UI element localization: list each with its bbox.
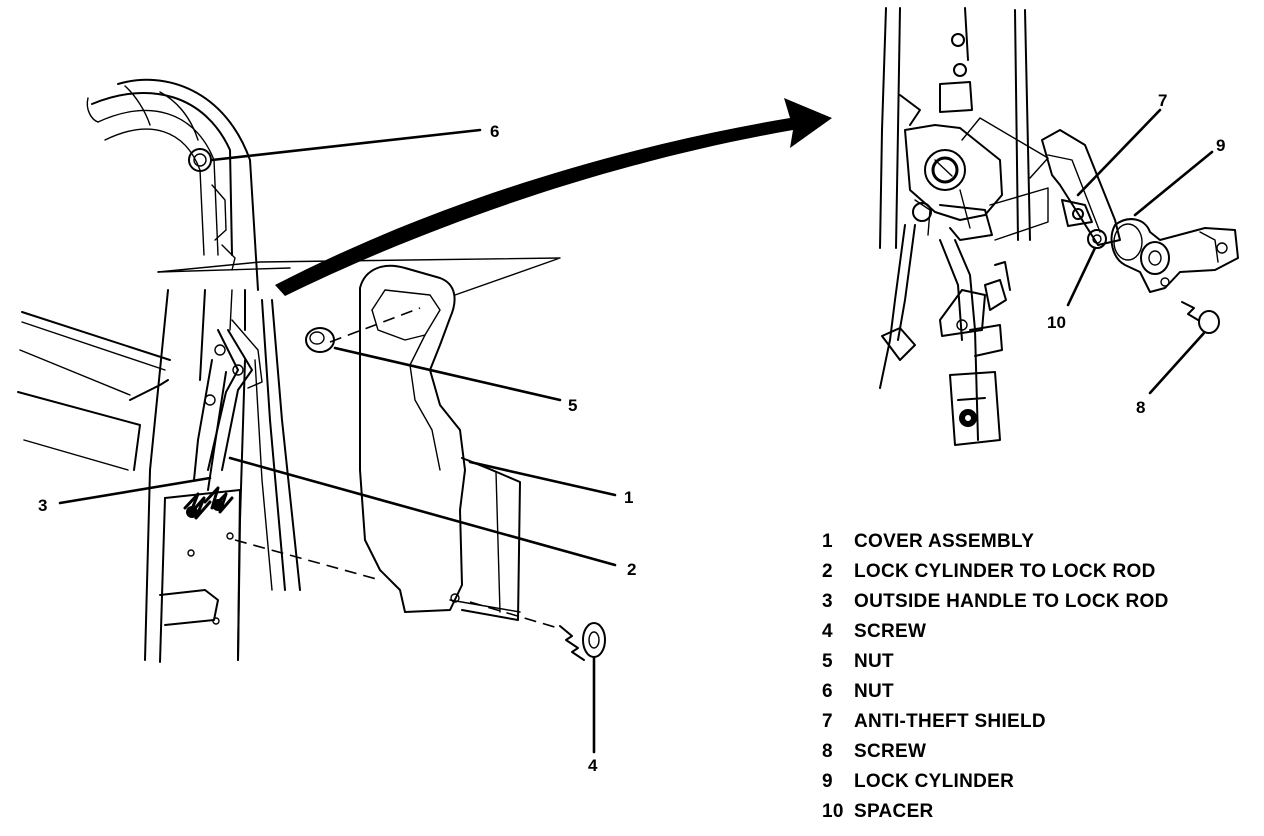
legend-label: SCREW — [854, 621, 927, 642]
callout-6: 6 — [490, 122, 499, 141]
legend-item: 5 NUT — [822, 647, 1252, 677]
legend-label: OUTSIDE HANDLE TO LOCK ROD — [854, 591, 1169, 612]
legend-label: SCREW — [854, 741, 927, 762]
legend-item: 9 LOCK CYLINDER — [822, 767, 1252, 797]
legend-number: 10 — [822, 801, 844, 822]
lock-rod-linkage — [183, 319, 263, 520]
callout-5: 5 — [568, 396, 577, 415]
legend-number: 7 — [822, 711, 833, 732]
legend-label: ANTI-THEFT SHIELD — [854, 711, 1046, 732]
callout-4: 4 — [588, 756, 598, 775]
legend-item: 6 NUT — [822, 677, 1252, 707]
callout-3: 3 — [38, 496, 47, 515]
callout-1: 1 — [624, 488, 633, 507]
callout-7: 7 — [1158, 91, 1167, 110]
legend-label: SPACER — [854, 801, 934, 822]
legend-label: NUT — [854, 681, 894, 702]
callout-8: 8 — [1136, 398, 1145, 417]
legend-number: 1 — [822, 531, 833, 552]
legend-number: 8 — [822, 741, 833, 762]
legend-item: 3 OUTSIDE HANDLE TO LOCK ROD — [822, 587, 1252, 617]
leader-lines — [58, 108, 1214, 754]
legend-label: LOCK CYLINDER TO LOCK ROD — [854, 561, 1156, 582]
callout-labels: 1 2 3 4 5 6 7 8 9 10 — [38, 91, 1225, 775]
legend-number: 5 — [822, 651, 833, 672]
parts-legend: 1 COVER ASSEMBLY 2 LOCK CYLINDER TO LOCK… — [822, 527, 1252, 827]
legend-item: 10 SPACER — [822, 797, 1252, 827]
legend-number: 2 — [822, 561, 833, 582]
cover-assembly — [359, 264, 521, 621]
legend-item: 8 SCREW — [822, 737, 1252, 767]
legend-number: 4 — [822, 621, 833, 642]
legend-item: 4 SCREW — [822, 617, 1252, 647]
callout-2: 2 — [627, 560, 636, 579]
legend-number: 9 — [822, 771, 833, 792]
legend-label: NUT — [854, 651, 894, 672]
detail-arrow — [275, 98, 832, 296]
legend-item: 2 LOCK CYLINDER TO LOCK ROD — [822, 557, 1252, 587]
callout-9: 9 — [1216, 136, 1225, 155]
legend-number: 3 — [822, 591, 833, 612]
screw-4 — [559, 622, 606, 661]
callout-10: 10 — [1047, 313, 1066, 332]
legend-label: LOCK CYLINDER — [854, 771, 1015, 792]
legend-label: COVER ASSEMBLY — [854, 531, 1035, 552]
legend-item: 1 COVER ASSEMBLY — [822, 527, 1252, 557]
nut-5 — [305, 327, 335, 353]
lock-detail-view — [879, 7, 1239, 446]
legend-item: 7 ANTI-THEFT SHIELD — [822, 707, 1252, 737]
door-frame — [17, 78, 561, 663]
legend-number: 6 — [822, 681, 833, 702]
